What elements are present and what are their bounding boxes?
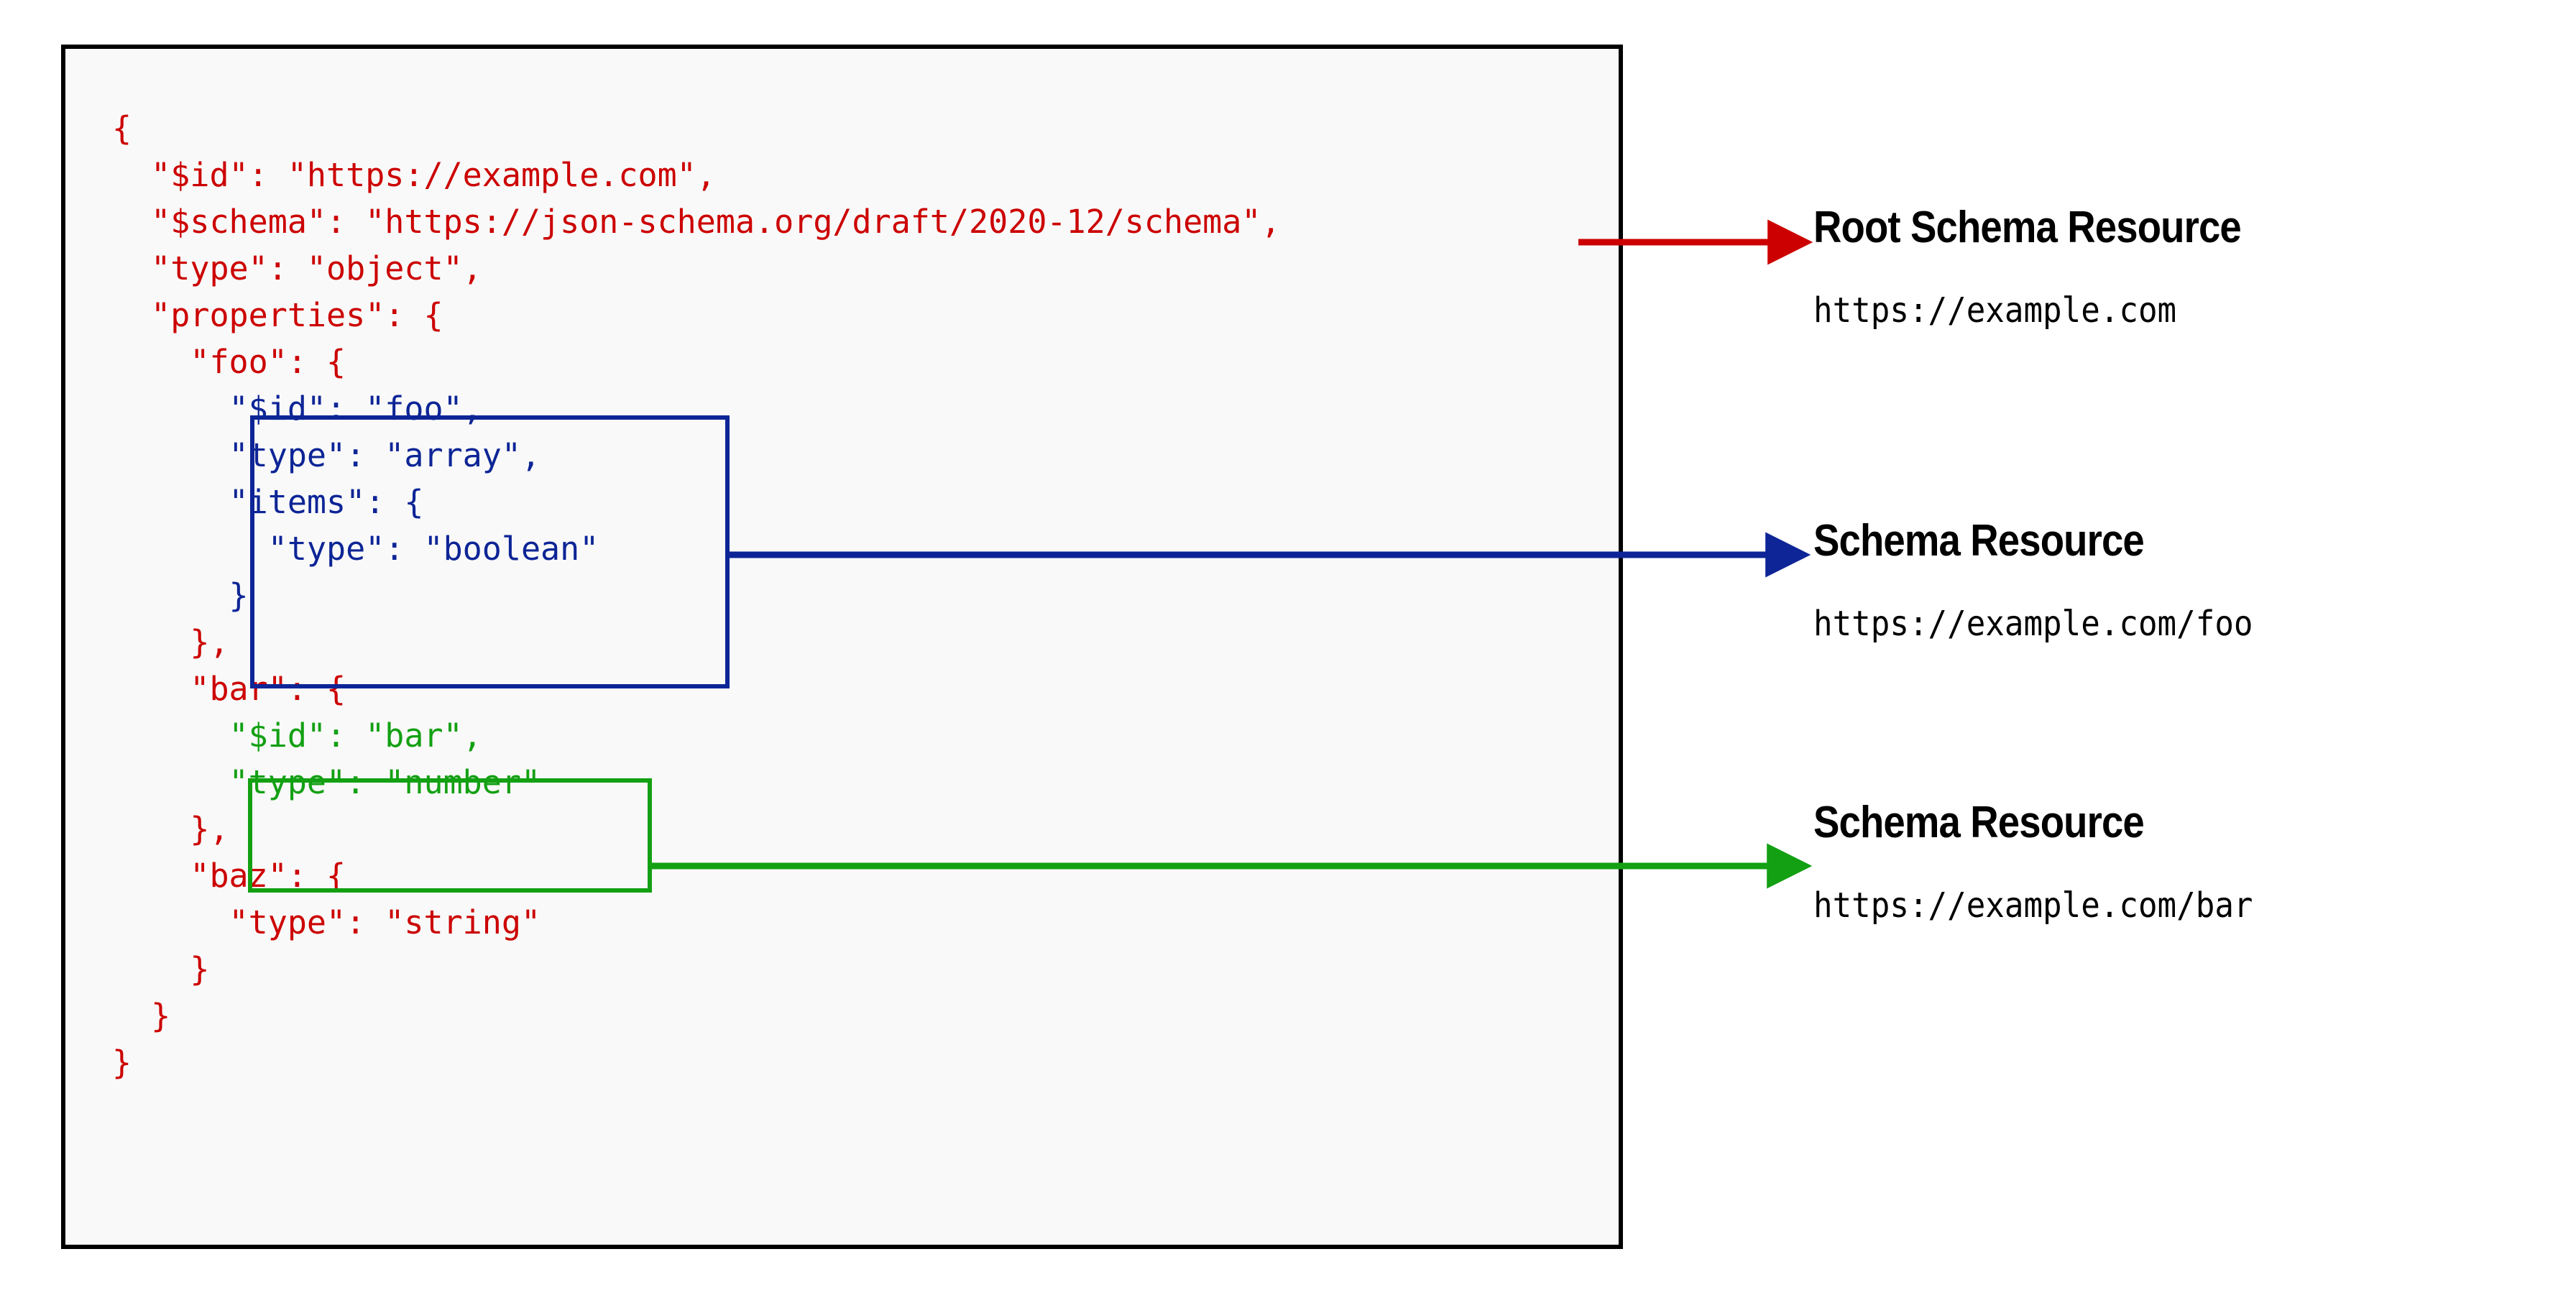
annotation-foo-schema-resource: Schema Resource https://example.com/foo <box>1813 516 2291 644</box>
code-line: "type": "boolean" <box>112 530 599 568</box>
annotation-url: https://example.com <box>1813 290 2177 331</box>
code-line: "type": "object", <box>112 249 482 287</box>
code-line: } <box>112 950 210 988</box>
code-line: } <box>112 1043 132 1082</box>
code-line: "$id": "https://example.com", <box>112 156 716 194</box>
arrow-foo-schema <box>730 532 1811 578</box>
code-line: }, <box>112 623 229 661</box>
code-line: "type": "string" <box>112 903 541 941</box>
annotation-url: https://example.com/bar <box>1813 885 2253 926</box>
arrow-bar-schema <box>652 843 1813 889</box>
code-line: "items": { <box>112 483 424 521</box>
json-code-panel: { "$id": "https://example.com", "$schema… <box>61 45 1623 1249</box>
code-line: { <box>112 109 132 147</box>
code-line: }, <box>112 810 229 848</box>
annotation-title: Schema Resource <box>1813 798 2145 847</box>
code-line: "properties": { <box>112 296 443 334</box>
arrow-root-schema <box>1578 219 1813 265</box>
annotation-title: Schema Resource <box>1813 516 2145 566</box>
code-line: "$schema": "https://json-schema.org/draf… <box>112 203 1281 241</box>
annotation-title: Root Schema Resource <box>1813 203 2242 252</box>
code-line: "bar": { <box>112 670 346 708</box>
annotation-root-schema-resource: Root Schema Resource https://example.com <box>1813 203 2299 331</box>
code-line: "$id": "bar", <box>112 716 482 755</box>
code-line: "type": "array", <box>112 436 541 474</box>
code-line: } <box>112 576 249 614</box>
code-line: "foo": { <box>112 343 346 381</box>
json-code-block: { "$id": "https://example.com", "$schema… <box>112 105 1281 1086</box>
annotation-url: https://example.com/foo <box>1813 604 2253 644</box>
code-line: } <box>112 997 171 1035</box>
annotation-bar-schema-resource: Schema Resource https://example.com/bar <box>1813 798 2291 926</box>
code-line: "$id": "foo", <box>112 390 482 428</box>
code-line: "type": "number" <box>112 763 541 801</box>
